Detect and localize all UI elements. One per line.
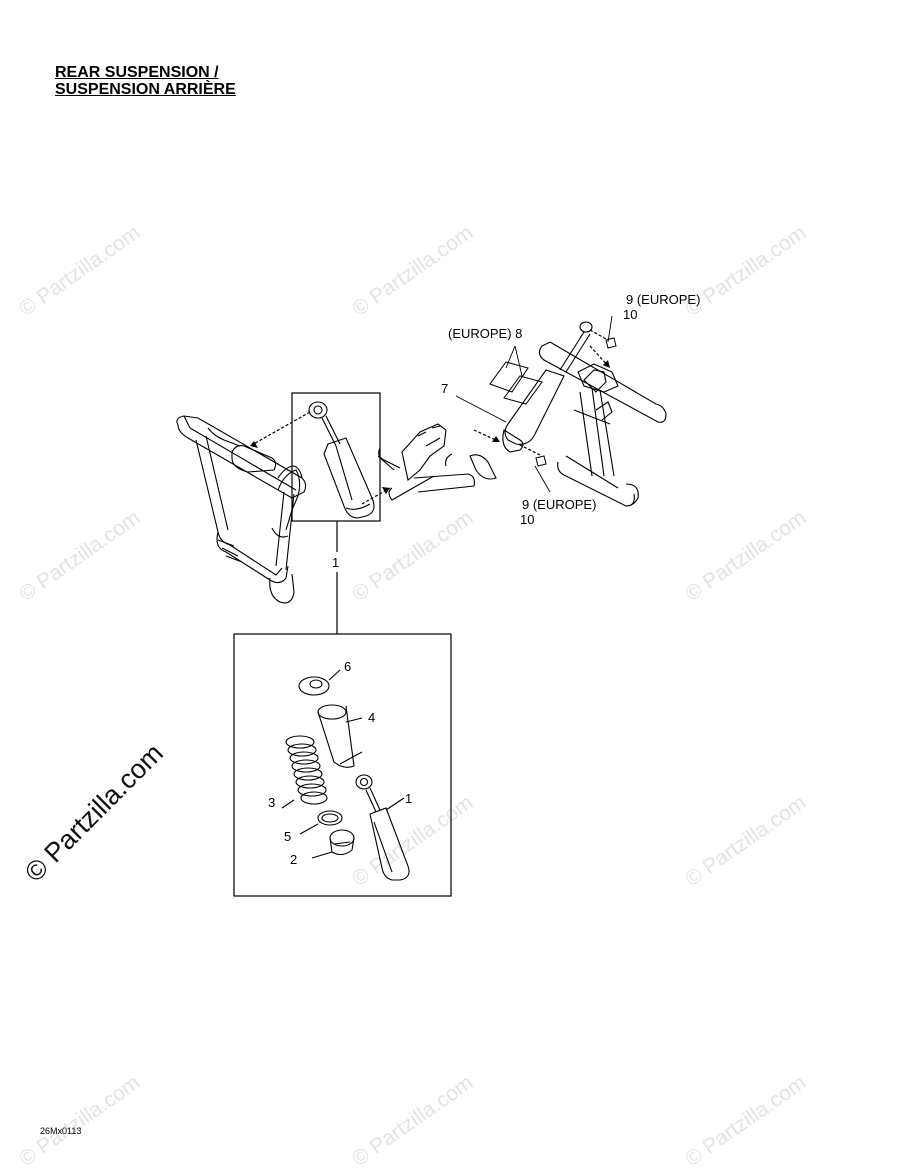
label-part-10-top: 10 bbox=[623, 307, 638, 322]
europe-covers bbox=[489, 361, 543, 405]
title-line-english: REAR SUSPENSION / bbox=[55, 64, 219, 81]
bushings bbox=[535, 337, 617, 467]
page-title: REAR SUSPENSION / SUSPENSION ARRIÈRE bbox=[55, 64, 236, 98]
spring-retainer bbox=[298, 669, 341, 696]
shock-absorber bbox=[308, 401, 375, 519]
label-part-9-top: 9 (EUROPE) bbox=[626, 292, 701, 307]
label-part-4: 4 bbox=[368, 710, 376, 725]
bump-stop-sleeve bbox=[317, 704, 363, 768]
mount-bracket bbox=[377, 423, 497, 501]
swing-arm bbox=[176, 415, 307, 604]
label-part-3: 3 bbox=[268, 795, 276, 810]
spring-seat-ring bbox=[299, 810, 343, 835]
leader-lines bbox=[455, 315, 613, 493]
coil-spring bbox=[281, 735, 328, 809]
adjuster-collar bbox=[311, 829, 355, 859]
label-part-9-bottom: 9 (EUROPE) bbox=[522, 497, 597, 512]
label-part-6: 6 bbox=[344, 659, 352, 674]
label-part-7: 7 bbox=[441, 381, 449, 396]
shock-detail-box bbox=[233, 633, 452, 897]
label-part-1-detail: 1 bbox=[405, 791, 413, 806]
title-line-french: SUSPENSION ARRIÈRE bbox=[55, 81, 236, 98]
label-part-10-bottom: 10 bbox=[520, 512, 535, 527]
front-arm bbox=[538, 341, 667, 507]
label-part-2: 2 bbox=[290, 852, 298, 867]
label-part-8: (EUROPE) 8 bbox=[448, 326, 523, 341]
rear-shock-absorber bbox=[502, 321, 593, 453]
label-part-5: 5 bbox=[284, 829, 292, 844]
shock-absorber-detail bbox=[355, 774, 410, 881]
figure-code: 26Mx0113 bbox=[40, 1126, 82, 1136]
label-part-1: 1 bbox=[332, 555, 340, 570]
